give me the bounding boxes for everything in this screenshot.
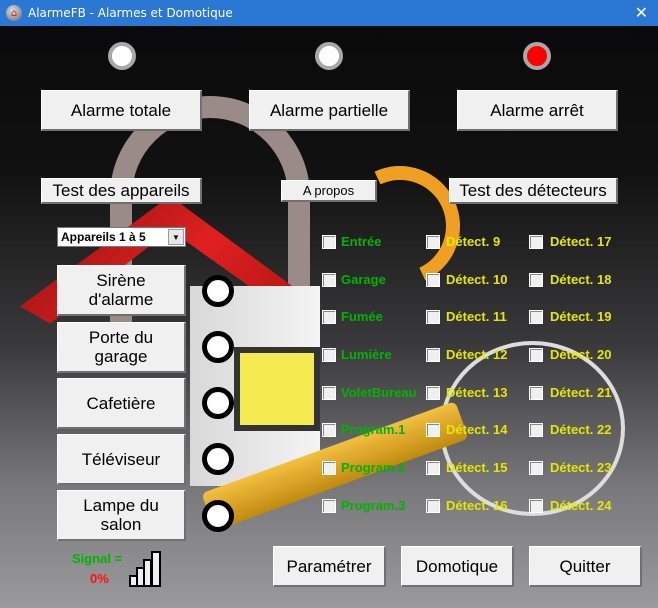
- detector-label: Détect. 11: [446, 309, 507, 324]
- detector-label: Fumée: [341, 309, 383, 324]
- detector-label: Entrée: [341, 234, 382, 249]
- signal-label: Signal =: [72, 551, 123, 566]
- alarme-totale-button[interactable]: Alarme totale: [41, 90, 202, 131]
- detector-checkbox[interactable]: [322, 499, 336, 513]
- detector-checkbox[interactable]: [426, 348, 440, 362]
- detector-label: Détect. 13: [446, 385, 508, 400]
- detector-checkbox[interactable]: [529, 273, 543, 287]
- detector-checkbox[interactable]: [426, 386, 440, 400]
- house-window-decoration: [234, 347, 320, 431]
- device-status-sirene: [202, 275, 234, 307]
- detector-checkbox[interactable]: [426, 235, 440, 249]
- detector-label: Lumière: [341, 347, 392, 362]
- detector-checkbox[interactable]: [426, 310, 440, 324]
- quitter-button[interactable]: Quitter: [529, 546, 642, 587]
- detector-label: Détect. 12: [446, 347, 508, 362]
- alarme-arret-button[interactable]: Alarme arrêt: [457, 90, 618, 131]
- main-panel: Alarme totale Alarme partielle Alarme ar…: [0, 26, 658, 608]
- detector-label: Détect. 23: [550, 460, 612, 475]
- detector-checkbox[interactable]: [322, 461, 336, 475]
- detector-checkbox[interactable]: [426, 273, 440, 287]
- device-status-lampe-salon: [202, 500, 234, 532]
- detector-checkbox[interactable]: [529, 310, 543, 324]
- detector-label: Détect. 9: [446, 234, 501, 249]
- detector-checkbox[interactable]: [426, 423, 440, 437]
- detector-label: Détect. 18: [550, 272, 612, 287]
- close-icon[interactable]: ✕: [634, 3, 648, 22]
- detector-label: Détect. 22: [550, 422, 612, 437]
- device-button-televiseur[interactable]: Téléviseur: [57, 434, 186, 485]
- detector-checkbox[interactable]: [529, 386, 543, 400]
- detector-checkbox[interactable]: [529, 423, 543, 437]
- signal-value: 0%: [90, 571, 109, 586]
- detector-label: Détect. 19: [550, 309, 612, 324]
- indicator-alarme-partielle: [315, 42, 343, 70]
- detector-label: Détect. 14: [446, 422, 508, 437]
- detector-checkbox[interactable]: [426, 461, 440, 475]
- device-status-porte-garage: [202, 331, 234, 363]
- detector-label: Détect. 16: [446, 498, 508, 513]
- detector-checkbox[interactable]: [322, 423, 336, 437]
- indicator-alarme-arret: [523, 42, 551, 70]
- detector-label: Détect. 21: [550, 385, 612, 400]
- device-button-cafetiere[interactable]: Cafetière: [57, 378, 186, 429]
- device-status-cafetiere: [202, 387, 234, 419]
- detector-label: Program.2: [341, 460, 406, 475]
- detector-label: Program.3: [341, 498, 406, 513]
- app-house-icon: ⌂: [6, 5, 22, 21]
- device-button-lampe-salon[interactable]: Lampe du salon: [57, 490, 186, 541]
- detector-checkbox[interactable]: [529, 499, 543, 513]
- detector-checkbox[interactable]: [529, 235, 543, 249]
- detector-checkbox[interactable]: [322, 235, 336, 249]
- detector-checkbox[interactable]: [529, 461, 543, 475]
- detector-label: Program.1: [341, 422, 406, 437]
- signal-bar-4: [151, 551, 161, 587]
- test-detecteurs-button[interactable]: Test des détecteurs: [449, 178, 618, 204]
- detector-label: Détect. 15: [446, 460, 508, 475]
- test-appareils-button[interactable]: Test des appareils: [41, 178, 202, 204]
- detector-checkbox[interactable]: [322, 310, 336, 324]
- chevron-down-icon[interactable]: ▼: [168, 229, 184, 245]
- detector-label: Détect. 24: [550, 498, 612, 513]
- detector-checkbox[interactable]: [426, 499, 440, 513]
- domotique-button[interactable]: Domotique: [401, 546, 514, 587]
- detector-label: Détect. 20: [550, 347, 612, 362]
- device-group-select[interactable]: Appareils 1 à 5 ▼: [57, 227, 186, 247]
- window-title: AlarmeFB - Alarmes et Domotique: [28, 6, 233, 20]
- a-propos-button[interactable]: A propos: [281, 180, 377, 202]
- parametrer-button[interactable]: Paramétrer: [273, 546, 386, 587]
- alarme-partielle-button[interactable]: Alarme partielle: [249, 90, 410, 131]
- indicator-alarme-totale: [108, 42, 136, 70]
- device-button-porte-garage[interactable]: Porte du garage: [57, 322, 186, 373]
- detector-label: Garage: [341, 272, 386, 287]
- detector-checkbox[interactable]: [529, 348, 543, 362]
- detector-checkbox[interactable]: [322, 273, 336, 287]
- detector-label: VoletBureau: [341, 385, 417, 400]
- detector-label: Détect. 10: [446, 272, 508, 287]
- device-status-televiseur: [202, 443, 234, 475]
- device-group-value: Appareils 1 à 5: [61, 230, 146, 244]
- device-button-sirene[interactable]: Sirène d'alarme: [57, 265, 186, 316]
- title-bar: ⌂ AlarmeFB - Alarmes et Domotique ✕: [0, 0, 658, 26]
- detector-label: Détect. 17: [550, 234, 612, 249]
- detector-checkbox[interactable]: [322, 348, 336, 362]
- detector-checkbox[interactable]: [322, 386, 336, 400]
